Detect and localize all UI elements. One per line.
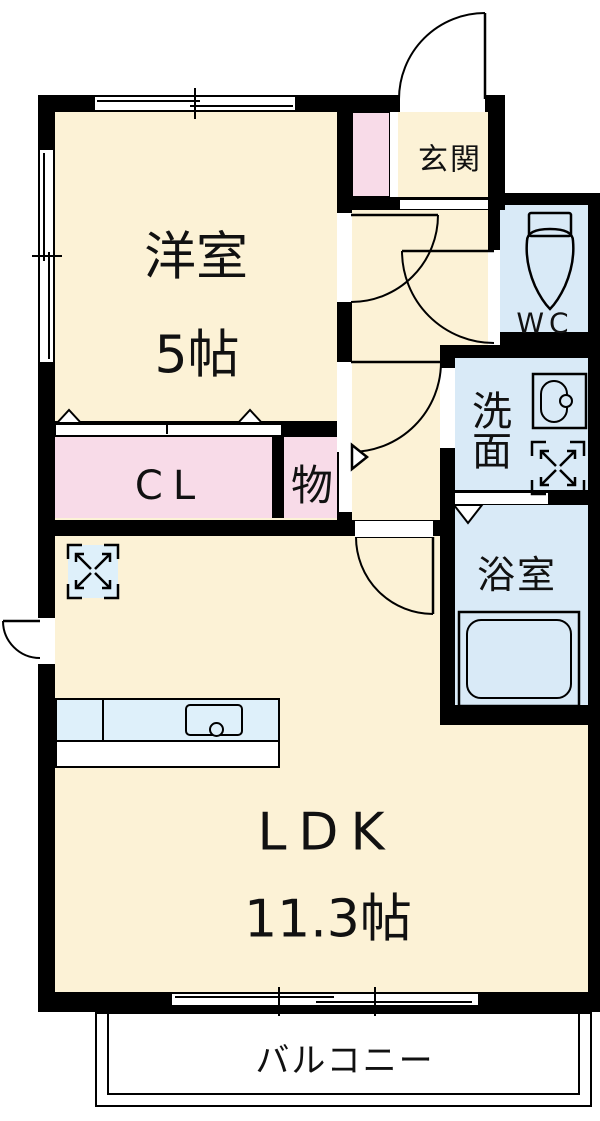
wall-under-closet: [38, 520, 355, 536]
kitchen-sink-icon: [185, 704, 243, 737]
ldk-door-opening: [355, 520, 433, 538]
wc-door-opening: [488, 250, 500, 345]
window-top: [95, 97, 295, 110]
bedroom-size-label: 5帖: [154, 325, 240, 386]
service-door-arc: [2, 620, 41, 659]
hall-door-opening: [337, 362, 352, 452]
service-door-opening: [38, 618, 55, 664]
fridge-space: [68, 545, 118, 598]
balcony: [95, 1012, 592, 1107]
wall-module-bottom: [440, 705, 600, 725]
senmen-door-opening: [440, 367, 455, 449]
bathroom-floor: [455, 505, 588, 705]
genkan-label: 玄関: [418, 142, 482, 178]
genkan-step: [400, 199, 488, 210]
closet-floor: [55, 437, 272, 518]
wall-wc-bottom: [500, 332, 588, 345]
balcony-label: バルコニー: [255, 1041, 435, 1082]
wall-right: [588, 193, 600, 1012]
window-left: [40, 150, 53, 362]
shoe-cabinet-gap: [390, 112, 398, 197]
senmen-label: 洗面: [465, 390, 511, 470]
closet-label: CL: [134, 463, 206, 509]
wall-wc-top: [500, 193, 600, 205]
bath-door-opening: [455, 492, 548, 505]
front-door-opening: [400, 95, 485, 112]
closet-doors: [55, 424, 282, 436]
balcony-inner-line: [107, 1012, 580, 1095]
shoe-cabinet: [352, 112, 390, 197]
bedroom-label: 洋室: [143, 227, 249, 288]
wall-genkan-right: [488, 95, 505, 205]
kitchen-counter-top: [57, 700, 278, 742]
wall-module-top: [440, 345, 588, 358]
ldk-size-label: 11.3帖: [244, 889, 412, 950]
bedroom-floor: [55, 112, 352, 437]
storage-door-opening: [339, 441, 352, 512]
wall-closet-divider: [272, 437, 284, 518]
wc-label: WC: [516, 306, 574, 340]
storage-floor: [284, 437, 340, 518]
wall-ldkdoor-right: [433, 520, 455, 536]
storage-label: 物: [290, 460, 334, 510]
bathroom-label: 浴室: [476, 553, 558, 598]
ldk-label: LDK: [257, 802, 397, 863]
kitchen-counter: [55, 698, 280, 768]
bedroom-door-opening: [337, 213, 352, 302]
kitchen-faucet-icon: [209, 722, 224, 737]
kitchen-stove-divider: [102, 700, 104, 740]
front-door-arc: [398, 12, 486, 100]
window-bottom: [172, 994, 478, 1005]
